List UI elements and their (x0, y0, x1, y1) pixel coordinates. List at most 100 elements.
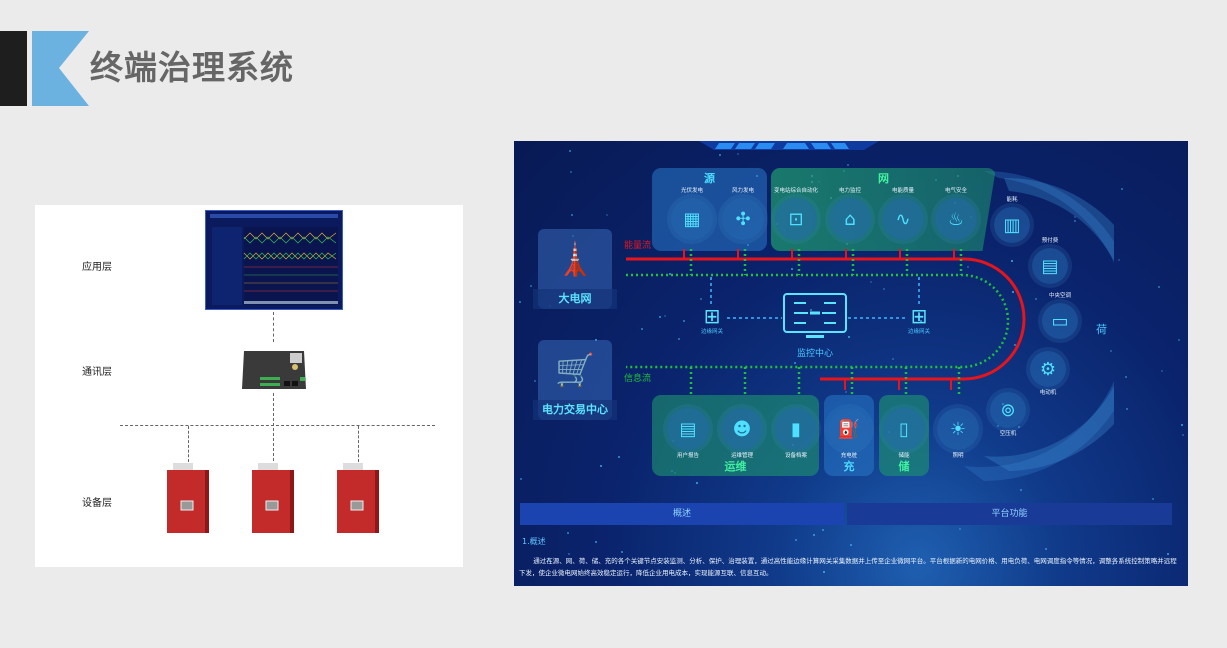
bulb-icon: ☀ (937, 408, 979, 450)
layer-label-communication: 通讯层 (82, 367, 112, 378)
monitoring-center-node[interactable] (782, 293, 848, 345)
governance-cabinet-image (252, 463, 298, 533)
tab-overview[interactable]: 概述 (520, 503, 844, 525)
node-user-report[interactable]: ▤用户报告 (665, 406, 711, 461)
source-title: 源 (704, 172, 715, 185)
star (920, 319, 923, 322)
star (1034, 297, 1037, 300)
monitoring-center-label: 监控中心 (797, 349, 834, 359)
star (848, 336, 851, 339)
star (1181, 423, 1184, 426)
star (571, 213, 574, 216)
star (599, 465, 602, 468)
star (1013, 344, 1016, 347)
star (696, 482, 699, 485)
storage-title: 储 (898, 460, 910, 473)
star (997, 425, 1000, 428)
monitor-icon (783, 293, 847, 338)
star (810, 308, 813, 311)
star (595, 338, 598, 341)
node-energy-consumption[interactable]: 能耗▥ (989, 196, 1035, 245)
star (518, 301, 521, 304)
archive-icon: ▮ (775, 408, 817, 450)
building-icon: ▥ (994, 207, 1030, 243)
node-ops-management[interactable]: ☻运维管理 (719, 406, 765, 461)
edge-gateway-icon: ⊞ (910, 304, 928, 328)
trading-center-label: 电力交易中心 (533, 400, 617, 420)
tab-platform-functions[interactable]: 平台功能 (847, 503, 1172, 525)
star (790, 267, 793, 270)
connector-line (273, 312, 274, 342)
motor-icon: ⚙ (1030, 351, 1066, 387)
node-compressor[interactable]: ⊚空压机 (985, 390, 1031, 439)
star (1073, 216, 1076, 219)
star (1017, 425, 1020, 428)
node-lighting[interactable]: ☀照明 (935, 406, 981, 461)
waveform-icon: ∿ (882, 198, 924, 240)
trading-center-node[interactable]: 🛒 电力交易中心 (533, 340, 617, 420)
star (547, 558, 550, 561)
star (846, 164, 849, 167)
flow-lines (626, 249, 1026, 395)
star (569, 171, 572, 174)
star (718, 154, 721, 157)
compressor-icon: ⊚ (990, 392, 1026, 428)
star (891, 357, 894, 360)
star (1044, 548, 1047, 551)
node-charger[interactable]: ⛽充电桩 (826, 406, 872, 461)
device-bus-line (120, 425, 435, 426)
info-flow-label: 信息流 (624, 374, 652, 384)
star (1073, 220, 1076, 223)
report-icon: ▤ (667, 408, 709, 450)
node-equipment-archive[interactable]: ▮设备档案 (773, 406, 819, 461)
big-grid-label: 大电网 (533, 289, 617, 309)
header-flag-icon (32, 31, 89, 106)
star (1120, 187, 1123, 190)
edge-gateway-right[interactable]: ⊞边缘网关 (896, 304, 942, 337)
star (736, 153, 739, 156)
node-power-quality[interactable]: 电能质量∿ (880, 187, 926, 242)
node-central-ac[interactable]: 中央空调▭ (1037, 292, 1083, 341)
edge-gateway-icon: ⊞ (703, 304, 721, 328)
star (595, 541, 598, 544)
star (1125, 407, 1128, 410)
ops-title: 运维 (724, 460, 747, 473)
governance-cabinet-image (167, 463, 213, 533)
star (850, 544, 853, 547)
tower-house-icon: 🗼 (555, 240, 595, 278)
star (1011, 291, 1014, 294)
house-power-icon: ⌂ (829, 198, 871, 240)
charger-icon: ⛽ (828, 408, 870, 450)
star (641, 327, 644, 330)
edge-gateway-left[interactable]: ⊞边缘网关 (689, 304, 735, 337)
intro-text: 通过在源、网、荷、储、充的各个关键节点安装监测、分析、保护、治理装置，通过高性能… (519, 557, 1177, 577)
star (1111, 562, 1114, 565)
connector-line (188, 426, 189, 462)
page-title: 终端治理系统 (90, 48, 294, 87)
load-title: 荷 (1096, 323, 1107, 336)
wind-turbine-icon: ✣ (722, 198, 764, 240)
star (844, 390, 847, 393)
node-motor[interactable]: ⚙电动机 (1025, 349, 1071, 398)
energy-platform-screenshot: 🗼 大电网 🛒 电力交易中心 源 光伏发电▦ 风力发电✣ 网 变电站综合自动化⊡… (514, 141, 1188, 586)
star (1160, 369, 1163, 372)
node-power-monitor[interactable]: 电力监控⌂ (827, 187, 873, 242)
node-substation[interactable]: 变电站综合自动化⊡ (773, 187, 819, 242)
header-dark-bar (0, 31, 27, 106)
node-solar[interactable]: 光伏发电▦ (669, 187, 715, 242)
air-conditioner-icon: ▭ (1042, 303, 1078, 339)
star (664, 314, 667, 317)
star (569, 150, 572, 153)
worker-icon: ☻ (721, 408, 763, 450)
star (533, 379, 536, 382)
star (566, 532, 569, 535)
star (1109, 350, 1112, 353)
node-electrical-safety[interactable]: 电气安全♨ (933, 187, 979, 242)
node-wind[interactable]: 风力发电✣ (720, 187, 766, 242)
star (794, 362, 797, 365)
node-storage[interactable]: ▯储能 (881, 406, 927, 461)
node-prepaid[interactable]: 预付费▤ (1027, 237, 1073, 286)
star (813, 533, 816, 536)
star (1118, 258, 1121, 261)
big-grid-node[interactable]: 🗼 大电网 (533, 229, 617, 309)
